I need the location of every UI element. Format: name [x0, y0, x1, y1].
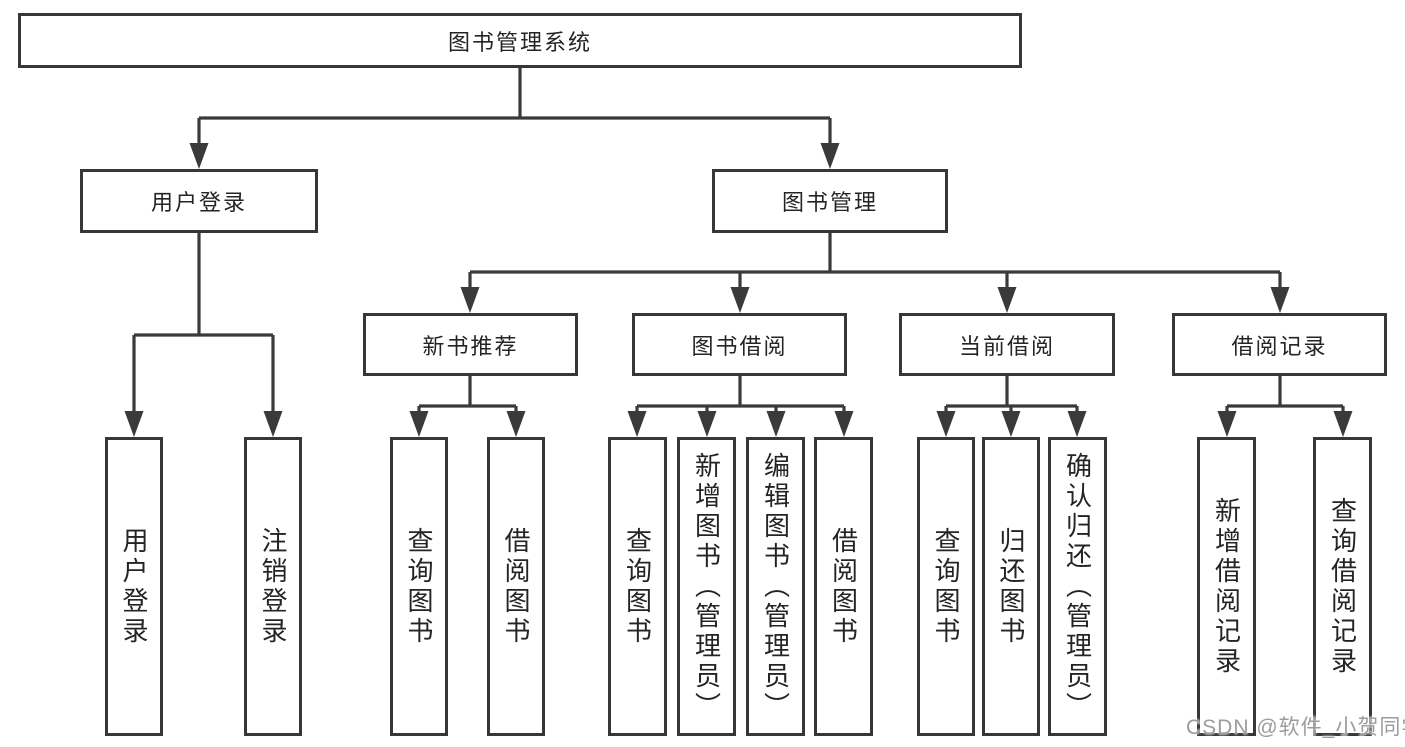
arrowhead	[730, 287, 750, 313]
connector-mgmt-to-level3	[460, 232, 1290, 313]
arrowhead	[189, 143, 209, 169]
leaf-new-query-books: 查询图书	[390, 437, 448, 736]
node-user-login: 用户登录	[80, 169, 318, 233]
leaf-borrow-add-books-label: 新增图书（管理员）	[691, 451, 722, 722]
leaf-current-query-books-label: 查询图书	[931, 526, 961, 647]
leaf-logout: 注销登录	[244, 437, 302, 736]
node-book-mgmt-label: 图书管理	[781, 190, 878, 215]
arrowhead	[1217, 411, 1237, 437]
leaf-borrow-borrow-books-label: 借阅图书	[828, 526, 859, 647]
arrowhead	[506, 411, 526, 437]
leaf-logout-label: 注销登录	[258, 526, 288, 647]
arrowhead	[820, 143, 840, 169]
node-borrow-records: 借阅记录	[1172, 313, 1387, 376]
leaf-borrow-query-books: 查询图书	[608, 437, 667, 736]
leaf-borrow-edit-books: 编辑图书（管理员）	[746, 437, 805, 736]
leaf-new-borrow-books-label: 借阅图书	[501, 526, 531, 647]
arrowhead	[936, 411, 956, 437]
connector-records-to-leaves	[1217, 375, 1353, 437]
leaf-current-query-books: 查询图书	[917, 437, 975, 736]
arrowhead	[766, 411, 786, 437]
arrowhead	[627, 411, 647, 437]
connector-root-to-level2	[189, 66, 840, 169]
node-root-label: 图书管理系统	[447, 29, 592, 55]
connector-current-to-leaves	[936, 375, 1087, 437]
node-user-login-label: 用户登录	[150, 190, 247, 215]
arrowhead	[1067, 411, 1087, 437]
node-book-mgmt: 图书管理	[712, 169, 948, 233]
connector-borrow-to-leaves	[627, 375, 854, 437]
arrowhead	[263, 411, 283, 437]
leaf-records-add-label: 新增借阅记录	[1211, 496, 1242, 677]
leaf-user-login-label: 用户登录	[119, 526, 149, 647]
leaf-records-query: 查询借阅记录	[1313, 437, 1372, 736]
node-borrow-records-label: 借阅记录	[1231, 333, 1328, 359]
connector-newbooks-to-leaves	[409, 375, 526, 437]
node-current-borrow: 当前借阅	[899, 313, 1115, 376]
leaf-current-confirm-return: 确认归还（管理员）	[1048, 437, 1107, 736]
leaf-records-query-label: 查询借阅记录	[1327, 496, 1358, 677]
leaf-new-borrow-books: 借阅图书	[487, 437, 545, 736]
leaf-current-confirm-return-label: 确认归还（管理员）	[1062, 451, 1093, 722]
arrowhead	[1270, 287, 1290, 313]
node-new-books-label: 新书推荐	[422, 333, 519, 359]
arrowhead	[997, 287, 1017, 313]
leaf-user-login: 用户登录	[105, 437, 163, 736]
leaf-current-return-books: 归还图书	[982, 437, 1040, 736]
arrowhead	[1333, 411, 1353, 437]
arrowhead	[834, 411, 854, 437]
leaf-current-return-books-label: 归还图书	[996, 526, 1026, 647]
arrowhead	[124, 411, 144, 437]
arrowhead	[697, 411, 717, 437]
node-new-books: 新书推荐	[363, 313, 578, 376]
arrowhead	[460, 287, 480, 313]
node-book-borrow: 图书借阅	[632, 313, 847, 376]
watermark: CSDN @软件_小贺同学	[1186, 716, 1405, 739]
leaf-borrow-edit-books-label: 编辑图书（管理员）	[760, 451, 791, 722]
leaf-new-query-books-label: 查询图书	[404, 526, 434, 647]
arrowhead	[1001, 411, 1021, 437]
arrowhead	[409, 411, 429, 437]
node-root: 图书管理系统	[18, 13, 1022, 68]
leaf-borrow-add-books: 新增图书（管理员）	[677, 437, 736, 736]
node-current-borrow-label: 当前借阅	[958, 333, 1055, 359]
leaf-borrow-borrow-books: 借阅图书	[814, 437, 873, 736]
leaf-records-add: 新增借阅记录	[1197, 437, 1256, 736]
leaf-borrow-query-books-label: 查询图书	[622, 526, 653, 647]
node-book-borrow-label: 图书借阅	[691, 333, 788, 359]
connector-login-to-leaves	[124, 232, 283, 437]
